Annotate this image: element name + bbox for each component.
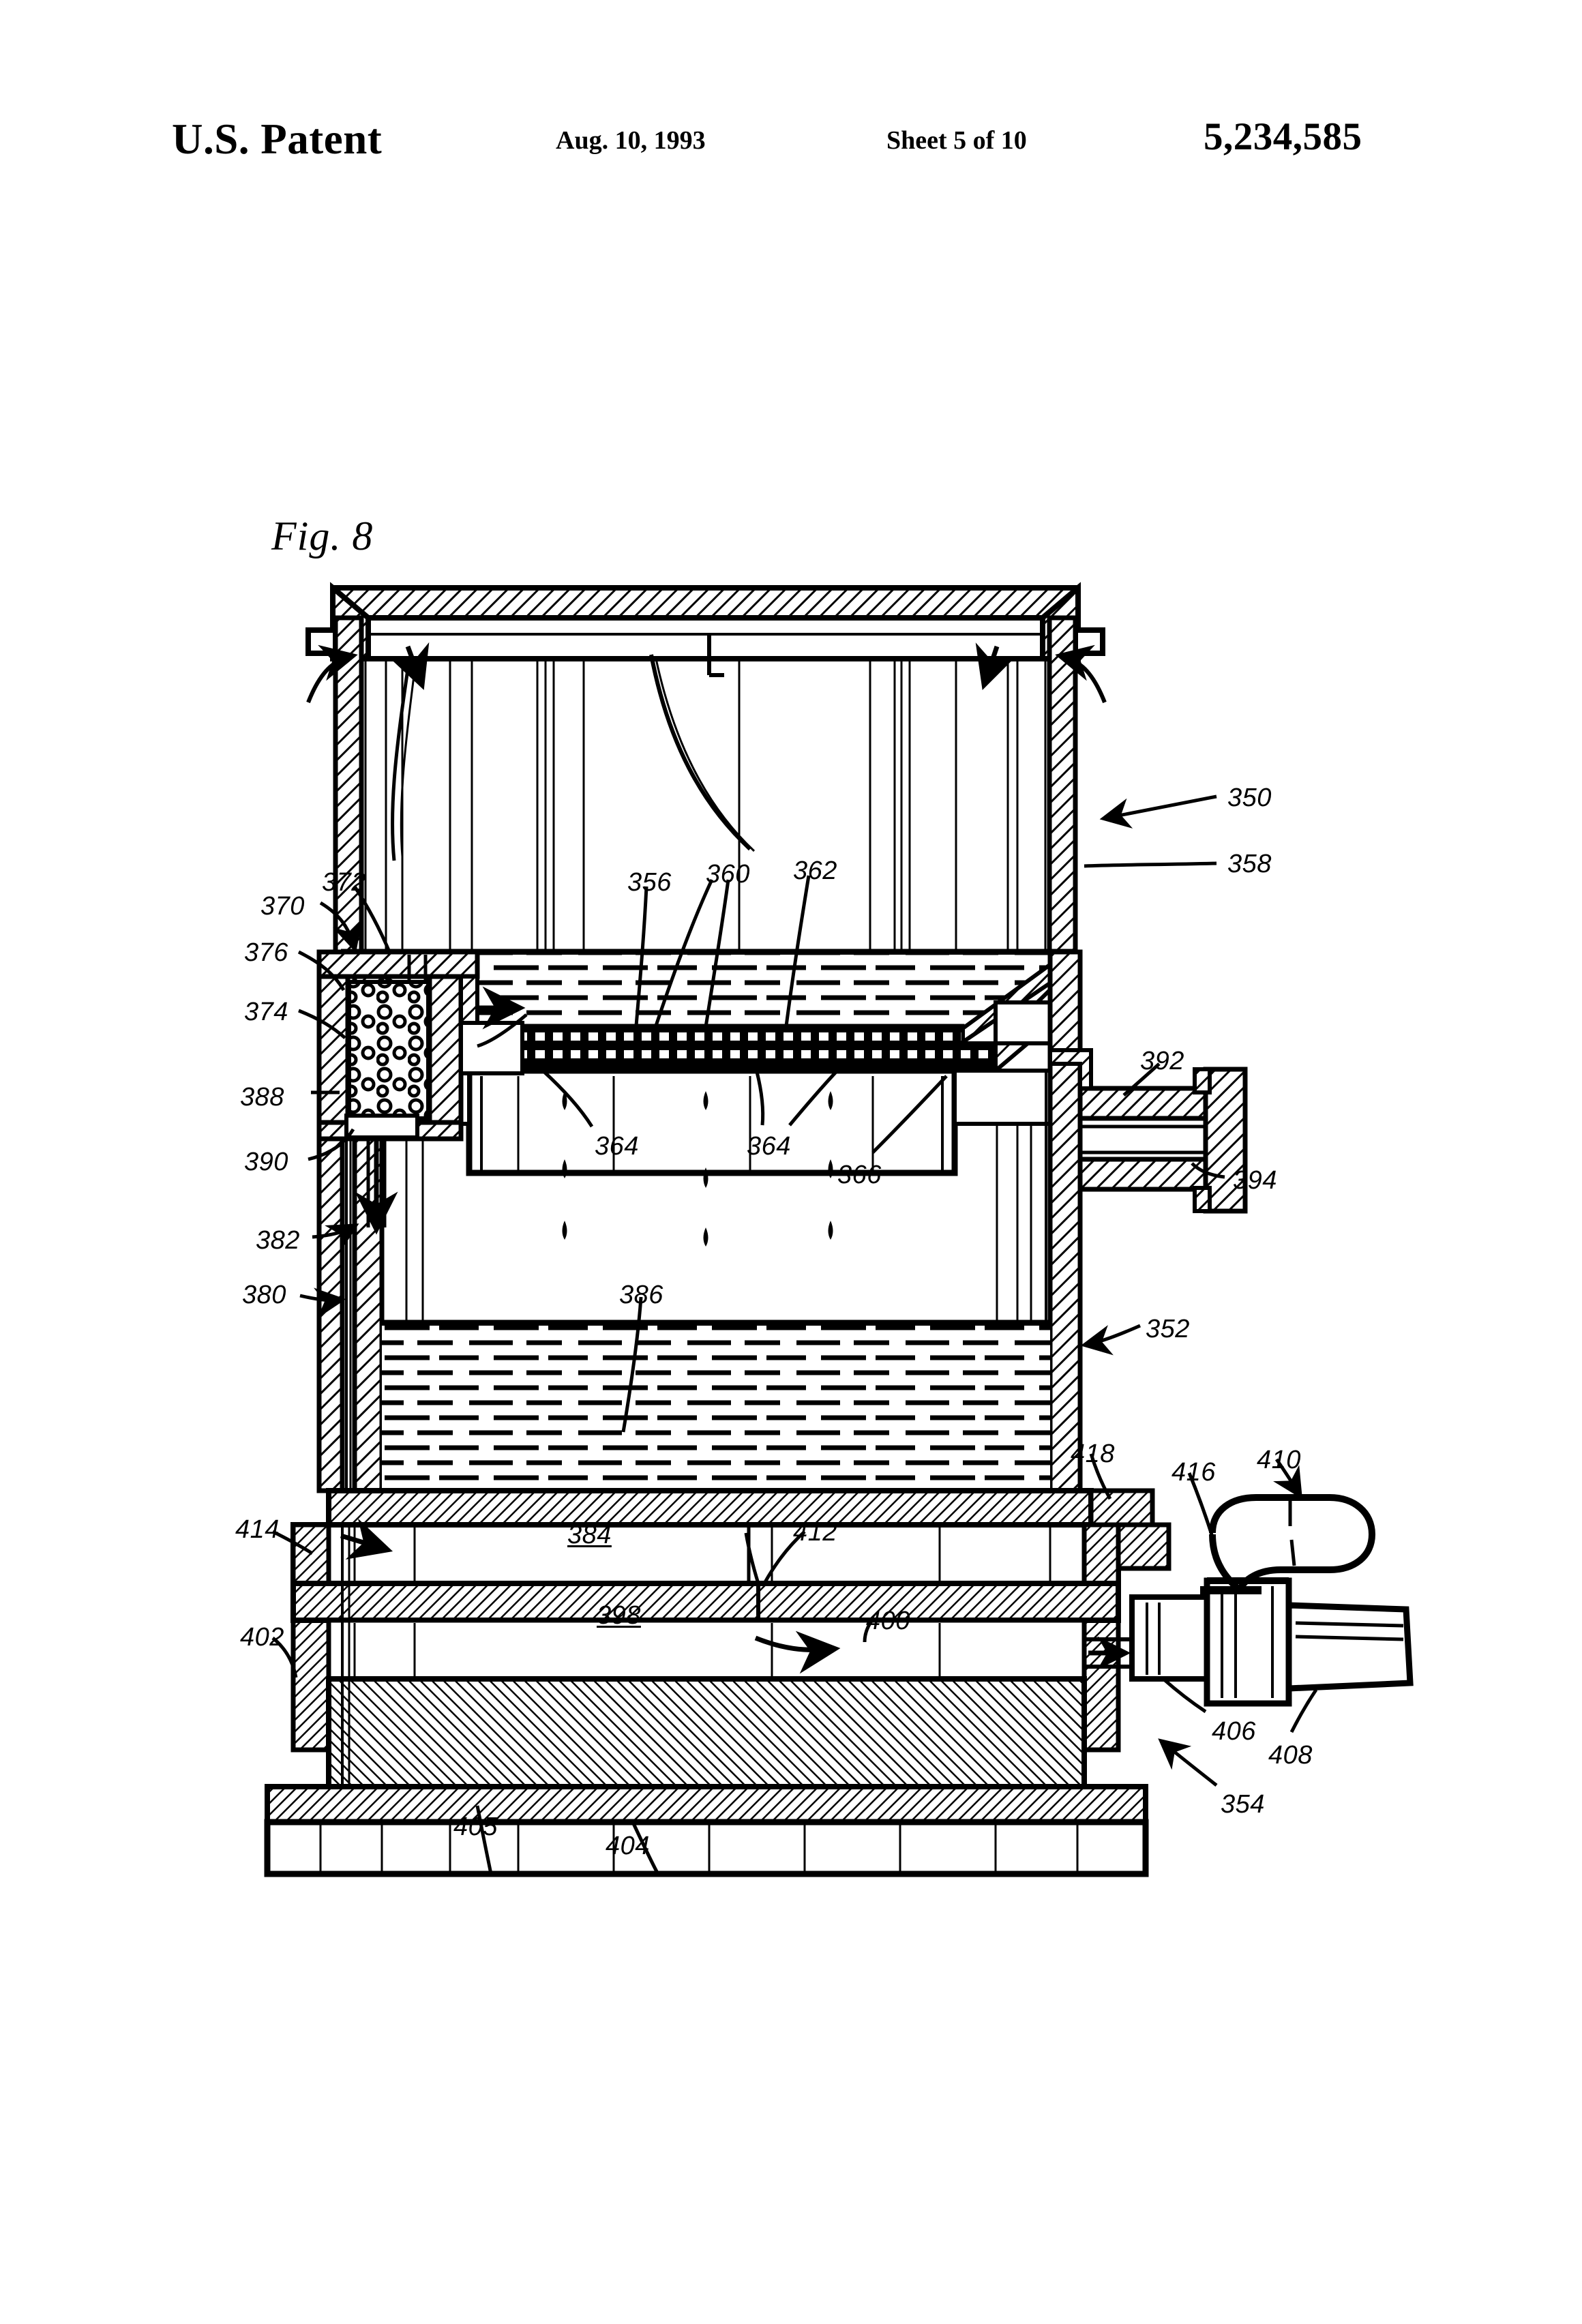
reference-numeral-408: 408: [1268, 1741, 1313, 1770]
main-tank-352: [316, 949, 1083, 1493]
reference-numeral-380: 380: [242, 1281, 286, 1309]
reference-numeral-392: 392: [1140, 1047, 1184, 1075]
reference-numeral-350: 350: [1227, 784, 1272, 812]
reference-numeral-370: 370: [260, 892, 305, 921]
reference-numeral-374: 374: [244, 998, 288, 1026]
reference-numeral-376: 376: [244, 938, 288, 967]
leader-lines: [271, 794, 1318, 1877]
reference-numeral-402: 402: [240, 1623, 284, 1652]
reference-numeral-372: 372: [322, 868, 366, 897]
vent-filter-assembly: [316, 949, 528, 1235]
reference-numeral-418: 418: [1071, 1440, 1115, 1468]
base-assembly: [264, 1488, 1149, 1877]
reference-numeral-412: 412: [793, 1518, 837, 1547]
reference-numeral-360: 360: [706, 860, 750, 889]
downcomer-366: [380, 1067, 1081, 1176]
reference-numeral-358: 358: [1227, 850, 1272, 878]
patent-number: 5,234,585: [1204, 115, 1362, 158]
reference-numeral-384: 384: [567, 1521, 612, 1549]
reference-numeral-352: 352: [1146, 1315, 1190, 1343]
reference-numeral-366: 366: [837, 1161, 882, 1189]
reference-numeral-394: 394: [1233, 1166, 1277, 1195]
reference-numeral-404: 404: [606, 1832, 650, 1860]
patent-office-label: U.S. Patent: [172, 115, 383, 163]
side-outlet-fitting: [1048, 1048, 1248, 1214]
reference-numeral-398: 398: [597, 1601, 641, 1630]
patent-header: U.S. Patent Aug. 10, 1993 Sheet 5 of 10 …: [0, 115, 1582, 176]
reference-numeral-416: 416: [1171, 1458, 1216, 1487]
reservoir-lid-358: [305, 582, 1105, 661]
patent-sheet-label: Sheet 5 of 10: [886, 126, 1027, 155]
reference-numeral-364a: 364: [595, 1132, 639, 1161]
reference-numeral-406: 406: [1212, 1717, 1256, 1746]
reference-numeral-362: 362: [793, 856, 837, 885]
reference-numeral-386: 386: [619, 1281, 663, 1309]
reference-numeral-400: 400: [866, 1607, 910, 1635]
reference-numeral-388: 388: [240, 1083, 284, 1112]
spigot-valve-assembly: [1088, 1488, 1414, 1707]
reference-numeral-414: 414: [235, 1515, 280, 1544]
reference-numeral-356: 356: [627, 868, 672, 897]
patent-date: Aug. 10, 1993: [556, 126, 706, 155]
reference-numeral-364b: 364: [747, 1132, 791, 1161]
reference-numeral-410: 410: [1257, 1446, 1301, 1474]
reference-numeral-382: 382: [256, 1226, 300, 1255]
reference-numeral-405: 405: [453, 1813, 498, 1841]
droplets-364: [562, 1091, 833, 1247]
reference-numeral-390: 390: [244, 1148, 288, 1176]
reference-numeral-354: 354: [1221, 1790, 1265, 1819]
figure-title: Fig. 8: [271, 513, 374, 558]
upper-reservoir-350: [306, 615, 1107, 955]
